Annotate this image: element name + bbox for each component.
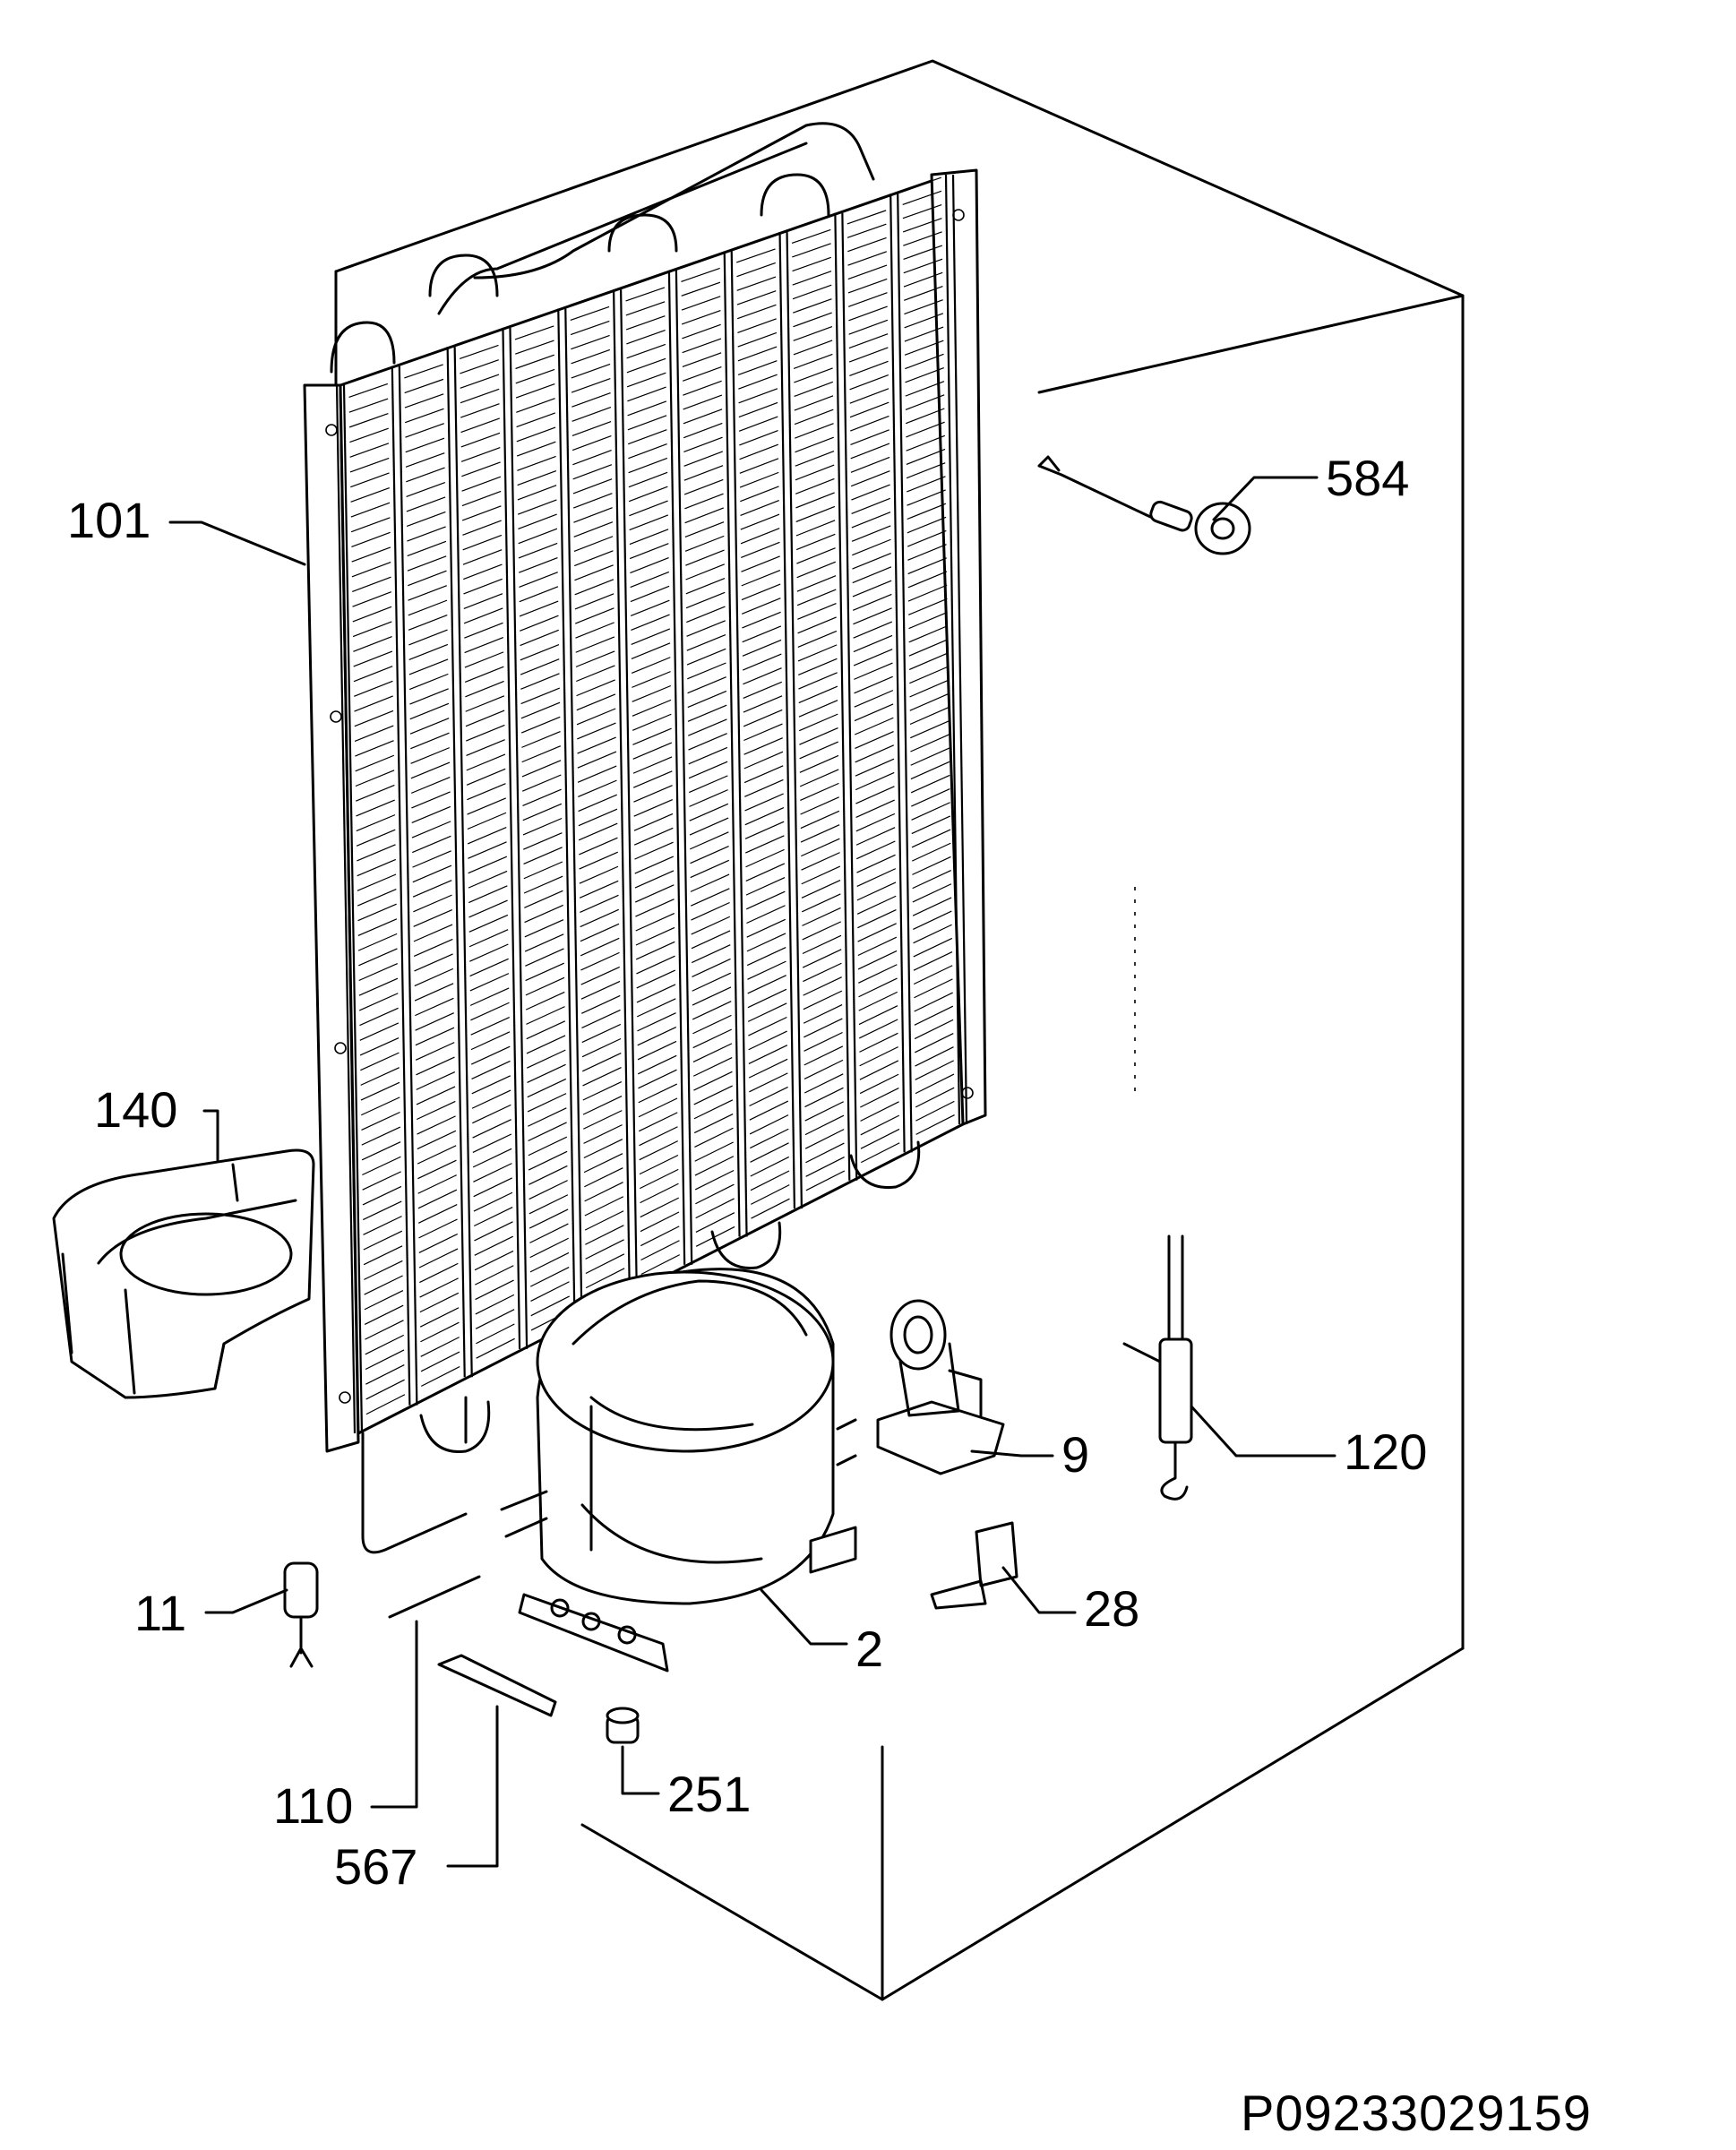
reference-code: P09233029159 xyxy=(1241,2085,1592,2141)
callout-110: 110 xyxy=(273,1777,353,1834)
callout-101: 101 xyxy=(67,492,150,548)
callout-labels: 101 584 140 9 120 11 2 28 110 251 567 xyxy=(67,450,1427,1895)
condenser xyxy=(303,122,987,1554)
drip-tray xyxy=(52,1148,315,1399)
callout-120: 120 xyxy=(1344,1423,1427,1480)
condenser-fins xyxy=(348,176,955,1415)
callout-9: 9 xyxy=(1061,1426,1089,1483)
callout-584: 584 xyxy=(1326,450,1409,506)
callout-251: 251 xyxy=(667,1766,751,1822)
callout-11: 11 xyxy=(134,1585,186,1641)
leader-lines xyxy=(168,476,1336,1868)
callout-567: 567 xyxy=(334,1838,417,1895)
mounting-strip xyxy=(437,1654,557,1717)
cabinet-outline xyxy=(334,59,1465,2001)
callout-2: 2 xyxy=(855,1621,883,1677)
thermostat-capillary xyxy=(1122,1234,1193,1501)
relay xyxy=(876,1299,1005,1475)
callout-140: 140 xyxy=(94,1081,177,1138)
dryer-filter xyxy=(283,1561,319,1668)
compressor xyxy=(500,1268,857,1673)
condenser-tubes xyxy=(335,174,968,1434)
callout-28: 28 xyxy=(1084,1580,1139,1637)
clip xyxy=(930,1521,1018,1610)
tube xyxy=(388,1575,481,1619)
sensor-clip xyxy=(1037,455,1251,555)
rubber-grommet xyxy=(606,1707,640,1744)
